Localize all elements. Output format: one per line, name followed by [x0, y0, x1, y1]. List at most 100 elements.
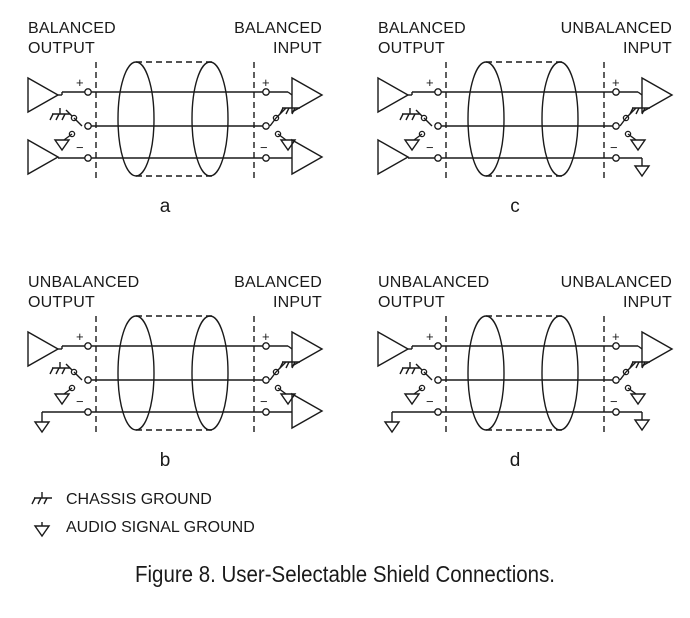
audio-signal-ground-icon	[629, 393, 647, 406]
plus-sign: +	[262, 329, 270, 344]
input-amplifier-plus	[291, 76, 324, 114]
right-terminal	[262, 88, 270, 96]
plus-sign: +	[612, 75, 620, 90]
shield-left-end	[467, 61, 505, 177]
wire-segment	[287, 91, 293, 96]
audio-signal-ground-icon	[403, 393, 421, 406]
right-label-line2: INPUT	[623, 294, 672, 311]
legend-label-audio-signal-ground: AUDIO SIGNAL GROUND	[66, 519, 255, 536]
plus-sign: +	[262, 75, 270, 90]
right-terminal	[612, 342, 620, 350]
plus-sign: +	[612, 329, 620, 344]
wire-segment	[633, 165, 651, 178]
minus-sign: −	[76, 140, 84, 155]
wire-segment	[49, 367, 54, 375]
chassis-ground-icon	[629, 361, 650, 369]
wire-segment	[403, 393, 421, 406]
left-terminal	[434, 154, 442, 162]
right-terminal	[262, 122, 270, 130]
audio-signal-ground-icon	[53, 139, 71, 152]
input-amplifier-plus	[291, 330, 324, 368]
left-label-line1: BALANCED	[28, 20, 116, 37]
wire-segment	[279, 107, 284, 115]
left-label-line2: OUTPUT	[28, 294, 95, 311]
shield-right-end	[191, 315, 229, 431]
wire-segment	[423, 371, 433, 381]
chassis-ground-icon	[31, 492, 52, 505]
left-terminal	[84, 122, 92, 130]
wire-segment	[405, 113, 410, 121]
audio-signal-ground-icon	[53, 393, 71, 406]
plus-sign: +	[76, 329, 84, 344]
chassis-ground-icon	[399, 113, 420, 121]
wire-segment	[423, 117, 433, 127]
shield-right-end	[541, 315, 579, 431]
wire-segment	[53, 393, 71, 406]
wire-segment	[383, 421, 401, 434]
wire-segment	[33, 421, 51, 434]
wire-segment	[637, 345, 643, 350]
left-terminal	[84, 408, 92, 416]
legend-label-chassis-ground: CHASSIS GROUND	[66, 491, 212, 508]
left-label-line2: OUTPUT	[378, 40, 445, 57]
wire-segment	[637, 91, 643, 96]
shield-right-end	[191, 61, 229, 177]
right-terminal	[262, 154, 270, 162]
wire-segment	[633, 419, 651, 432]
minus-sign: −	[610, 394, 618, 409]
left-label-line2: OUTPUT	[378, 294, 445, 311]
right-label-line1: BALANCED	[234, 274, 322, 291]
left-terminal	[434, 376, 442, 384]
legend: CHASSIS GROUND AUDIO SIGNAL GROUND	[31, 491, 255, 538]
panel-caption: d	[510, 450, 521, 471]
wire-segment	[269, 117, 277, 127]
output-amplifier-minus	[27, 138, 60, 176]
audio-signal-ground-icon	[279, 393, 297, 406]
panel-caption: a	[160, 196, 171, 217]
wire-segment	[405, 367, 410, 375]
wire-segment	[629, 361, 634, 369]
output-amplifier-plus	[27, 76, 60, 114]
input-amplifier-minus	[291, 392, 324, 430]
wire-segment	[279, 139, 297, 152]
audio-signal-ground-icon	[403, 139, 421, 152]
wire-segment	[287, 345, 293, 350]
plus-sign: +	[426, 75, 434, 90]
minus-sign: −	[76, 394, 84, 409]
wire-segment	[277, 387, 287, 395]
chassis-ground-icon	[399, 367, 420, 375]
wire-segment	[641, 361, 646, 369]
minus-sign: −	[426, 140, 434, 155]
shield-right-end	[541, 61, 579, 177]
right-terminal	[262, 408, 270, 416]
wire-segment	[279, 393, 297, 406]
wire-segment	[629, 139, 647, 152]
wire-segment	[627, 387, 637, 395]
shield-left-end	[117, 315, 155, 431]
left-terminal	[434, 408, 442, 416]
wire-segment	[619, 371, 627, 381]
wire-segment	[285, 107, 290, 115]
wire-segment	[291, 107, 296, 115]
audio-signal-ground-icon	[33, 522, 51, 538]
chassis-ground-icon	[49, 367, 70, 375]
wire-segment	[291, 361, 296, 369]
wire-segment	[73, 117, 83, 127]
wire-segment	[279, 361, 284, 369]
right-terminal	[612, 408, 620, 416]
wire-segment	[53, 139, 71, 152]
wire-segment	[627, 133, 637, 141]
left-terminal	[434, 122, 442, 130]
wire-segment	[63, 133, 73, 141]
right-terminal	[612, 154, 620, 162]
wire-segment	[411, 113, 416, 121]
